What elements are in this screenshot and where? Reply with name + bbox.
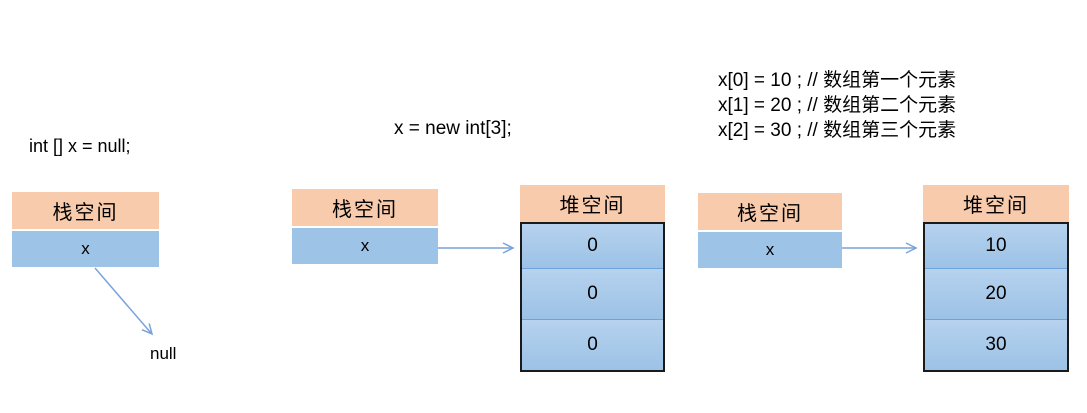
- heap-cell-0: 0: [522, 224, 663, 268]
- heap-body: 10 20 30: [923, 222, 1069, 372]
- heap-cell-1: 20: [925, 268, 1067, 319]
- heap-cell-2: 30: [925, 319, 1067, 370]
- heap-header: 堆空间: [520, 185, 665, 222]
- heap-pointer-arrow-right: [842, 242, 918, 254]
- heap-header: 堆空间: [923, 185, 1069, 222]
- stack-cell-x: x: [292, 228, 438, 264]
- heap-box-values: 堆空间 10 20 30: [923, 185, 1069, 372]
- code-line-assign-1: x[1] = 20 ; // 数组第二个元素: [718, 95, 957, 116]
- stack-box-null: 栈空间 x: [12, 192, 159, 267]
- heap-cell-0: 10: [925, 224, 1067, 268]
- null-label: null: [150, 344, 177, 363]
- code-statement-new-array: x = new int[3];: [394, 118, 512, 139]
- code-block-assignments: x[0] = 10 ; // 数组第一个元素 x[1] = 20 ; // 数组…: [718, 68, 956, 143]
- heap-box-defaults: 堆空间 0 0 0: [520, 185, 665, 372]
- code-line-assign-0: x[0] = 10 ; // 数组第一个元素: [718, 70, 957, 91]
- code-statement-null: int [] x = null;: [29, 136, 131, 156]
- heap-cell-2: 0: [522, 319, 663, 370]
- heap-body: 0 0 0: [520, 222, 665, 372]
- stack-box-new-array: 栈空间 x: [292, 189, 438, 264]
- stack-box-assignments: 栈空间 x: [698, 193, 842, 268]
- stack-cell-x: x: [12, 231, 159, 267]
- stack-header: 栈空间: [12, 192, 159, 229]
- stack-cell-x: x: [698, 232, 842, 268]
- heap-pointer-arrow-middle: [438, 242, 515, 254]
- stack-header: 栈空间: [292, 189, 438, 226]
- stack-header: 栈空间: [698, 193, 842, 230]
- heap-cell-1: 0: [522, 268, 663, 319]
- code-line-assign-2: x[2] = 30 ; // 数组第三个元素: [718, 120, 957, 141]
- null-pointer-arrow: [94, 267, 154, 336]
